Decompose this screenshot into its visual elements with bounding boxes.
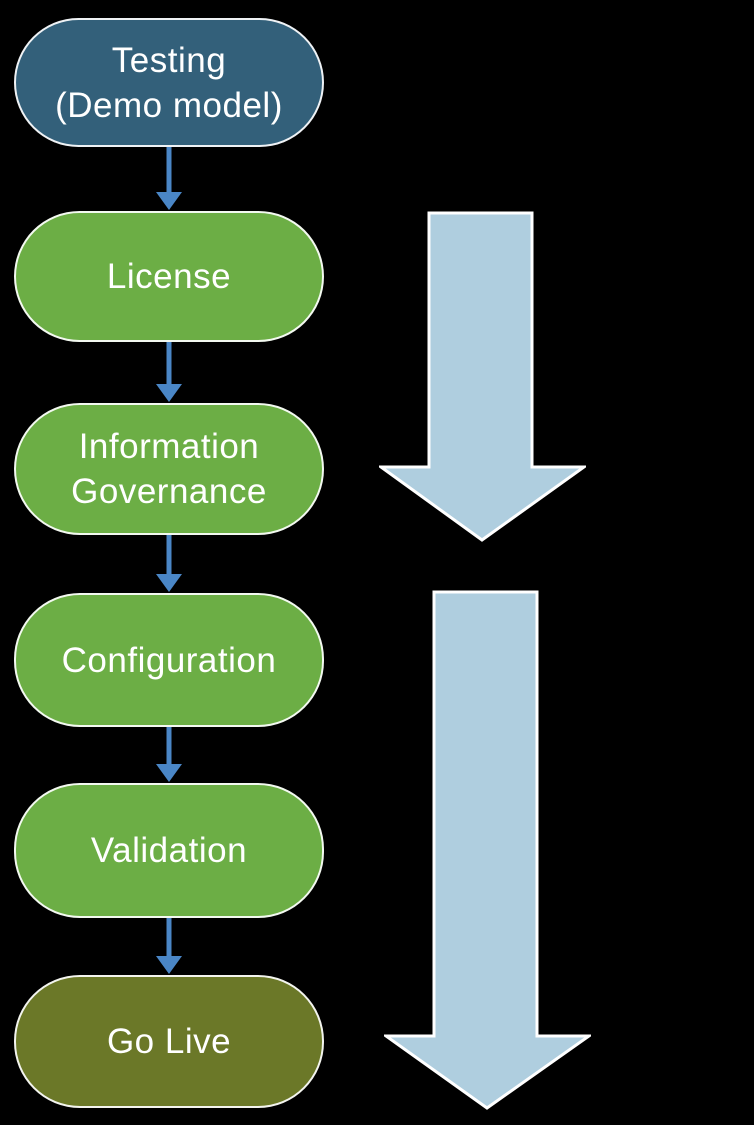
step-testing-demo-model: Testing (Demo model) (14, 18, 324, 147)
connector-down-arrow-icon-3 (156, 535, 182, 592)
connector-down-arrow-icon-4 (156, 727, 182, 782)
step-license: License (14, 211, 324, 342)
step-license-label: License (106, 257, 232, 296)
step-information-governance-label: Information Governance (71, 427, 267, 511)
connector-down-arrow-icon-5 (156, 918, 182, 974)
step-configuration: Configuration (14, 593, 324, 727)
big-down-arrow-icon-2 (384, 590, 591, 1110)
connector-down-arrow-icon-1 (156, 147, 182, 210)
step-go-live-label: Go Live (106, 1022, 232, 1061)
step-information-governance: Information Governance (14, 403, 324, 535)
step-testing-demo-model-label: Testing (Demo model) (55, 40, 283, 125)
step-go-live: Go Live (14, 975, 324, 1108)
step-validation: Validation (14, 783, 324, 918)
step-configuration-label: Configuration (61, 640, 277, 680)
step-validation-label: Validation (90, 831, 248, 870)
connector-down-arrow-icon-2 (156, 342, 182, 402)
big-down-arrow-icon-1 (379, 211, 586, 542)
